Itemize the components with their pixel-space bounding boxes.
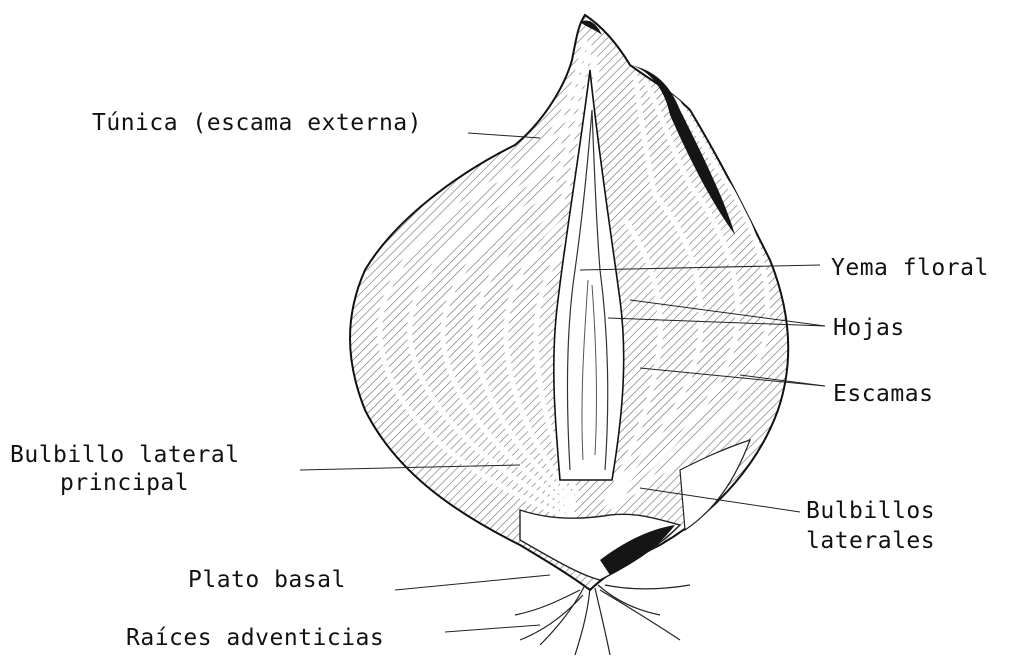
roots [515,585,690,655]
label-tunica: Túnica (escama externa) [92,110,422,136]
leader-raices [445,625,540,632]
label-bulbillo-lateral-principal: principal [60,470,189,496]
label-bulbillo-lateral: Bulbillo lateral [10,442,240,468]
leader-plato [395,575,550,590]
label-escamas: Escamas [833,381,933,407]
label-hojas: Hojas [833,315,905,341]
label-bulbillos: Bulbillos [806,498,935,524]
label-bulbillos-laterales: laterales [806,528,935,554]
label-raices-adventicias: Raíces adventicias [126,625,384,651]
label-yema-floral: Yema floral [831,255,989,281]
label-plato-basal: Plato basal [188,567,346,593]
